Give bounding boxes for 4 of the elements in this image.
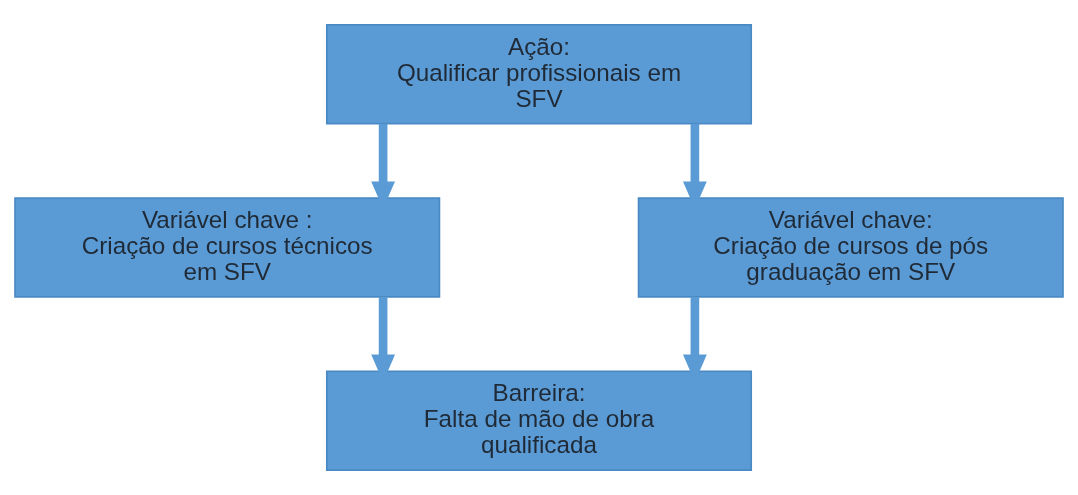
- node-box: Variável chave: Criação de cursos de pós graduação em SFV: [637, 197, 1064, 298]
- node-box: Ação: Qualificar profissionais em SFV: [325, 24, 753, 125]
- node-box: Variável chave : Criação de cursos técnicos em SFV: [14, 197, 441, 298]
- node-box: Barreira: Falta de mão de obra qualificada: [325, 370, 753, 471]
